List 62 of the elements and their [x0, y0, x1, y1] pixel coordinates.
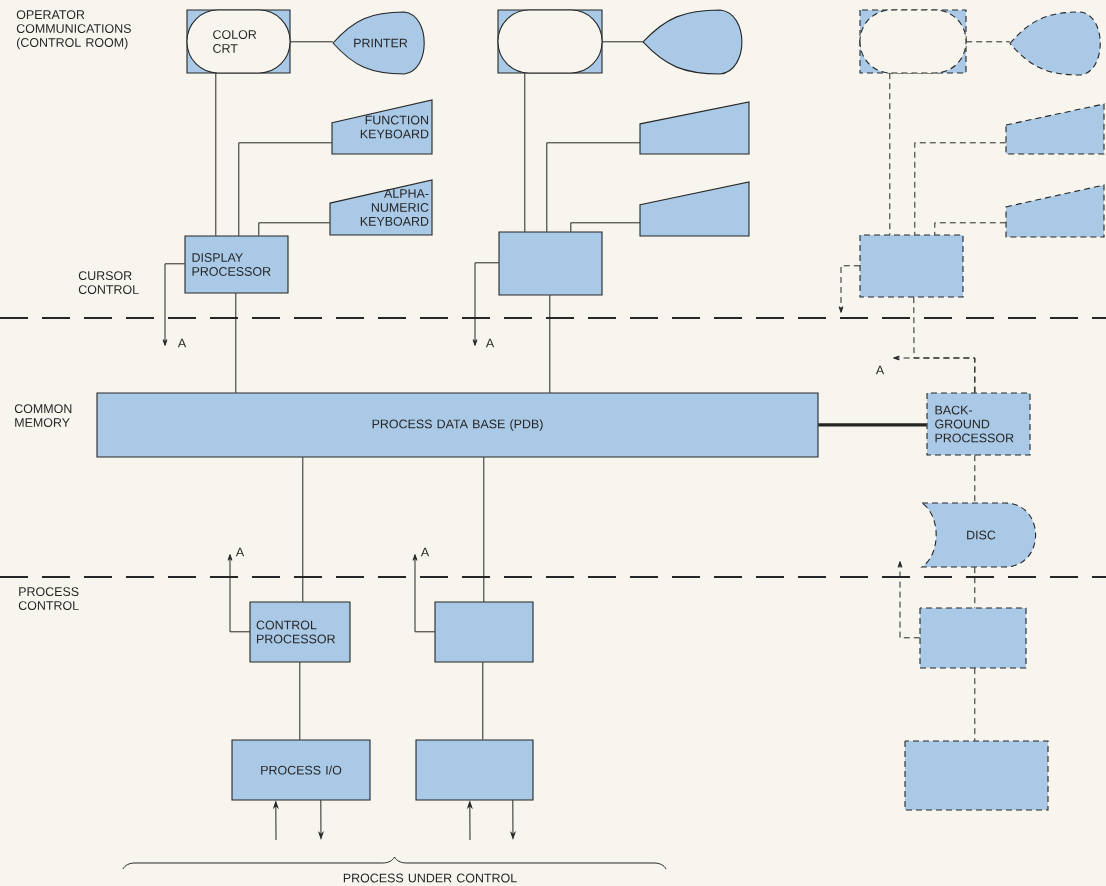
connector-line	[889, 72, 891, 236]
arrow	[893, 355, 976, 394]
section-label: CURSOR CONTROL	[78, 271, 139, 294]
processor-box: CONTROL PROCESSOR	[249, 601, 351, 663]
connector-line	[974, 667, 976, 742]
connector-line	[934, 222, 1007, 236]
arrow	[227, 554, 251, 633]
connector-line	[974, 566, 976, 609]
connector-line	[914, 142, 1007, 236]
connector-line	[258, 222, 331, 237]
keyboard-symbol	[639, 101, 750, 155]
connector-line	[289, 41, 334, 43]
connector-line	[965, 41, 1011, 43]
processor-box	[859, 234, 964, 298]
processor-box: DISPLAY PROCESSOR	[184, 235, 289, 294]
crt-symbol	[859, 9, 967, 74]
processor-box	[498, 231, 603, 296]
processor-box	[434, 601, 534, 663]
connector-line	[549, 294, 551, 394]
connector-line	[235, 292, 237, 394]
processor-box: BACK-GROUND PROCESSOR	[926, 392, 1031, 456]
connector-line	[974, 454, 976, 504]
section-label: COMMON MEMORY	[14, 404, 72, 427]
connector-line	[299, 661, 301, 741]
processor-box	[415, 739, 534, 801]
connector-line	[238, 142, 333, 237]
printer-symbol	[642, 9, 743, 75]
keyboard-symbol	[1005, 184, 1105, 238]
connector-line	[215, 72, 217, 237]
section-label: PROCESS CONTROL	[18, 587, 79, 610]
processor-box: PROCESS I/O	[231, 739, 371, 801]
arrow	[897, 561, 921, 639]
edge-label: A	[419, 546, 431, 558]
connector-line	[482, 661, 484, 741]
printer-symbol	[1009, 11, 1101, 76]
section-label: PROCESS UNDER CONTROL	[343, 873, 517, 883]
arrow	[467, 801, 473, 841]
keyboard-symbol	[1005, 103, 1105, 155]
arrow	[162, 263, 186, 346]
arrow	[318, 799, 324, 839]
connector-line	[818, 423, 927, 427]
connector-line	[524, 72, 526, 233]
processor-box	[919, 607, 1027, 669]
connector-line	[601, 41, 644, 43]
arrow	[472, 262, 500, 346]
processor-box: PROCESS DATA BASE (PDB)	[96, 392, 819, 458]
processor-box	[904, 740, 1049, 811]
keyboard-symbol	[639, 181, 750, 237]
arrow	[412, 554, 436, 633]
edge-label: A	[234, 546, 246, 558]
connector-line	[483, 456, 485, 603]
crt-symbol	[497, 9, 603, 74]
connector-line	[302, 456, 304, 603]
section-label: OPERATOR COMMUNICATIONS (CONTROL ROOM)	[16, 10, 131, 50]
edge-label: A	[176, 337, 188, 349]
connector-line	[570, 222, 641, 233]
arrow	[273, 801, 279, 841]
arrow	[838, 265, 861, 313]
edge-label: A	[484, 337, 496, 349]
connector-line	[546, 142, 641, 233]
arrow	[510, 799, 516, 839]
edge-label: A	[874, 364, 886, 376]
